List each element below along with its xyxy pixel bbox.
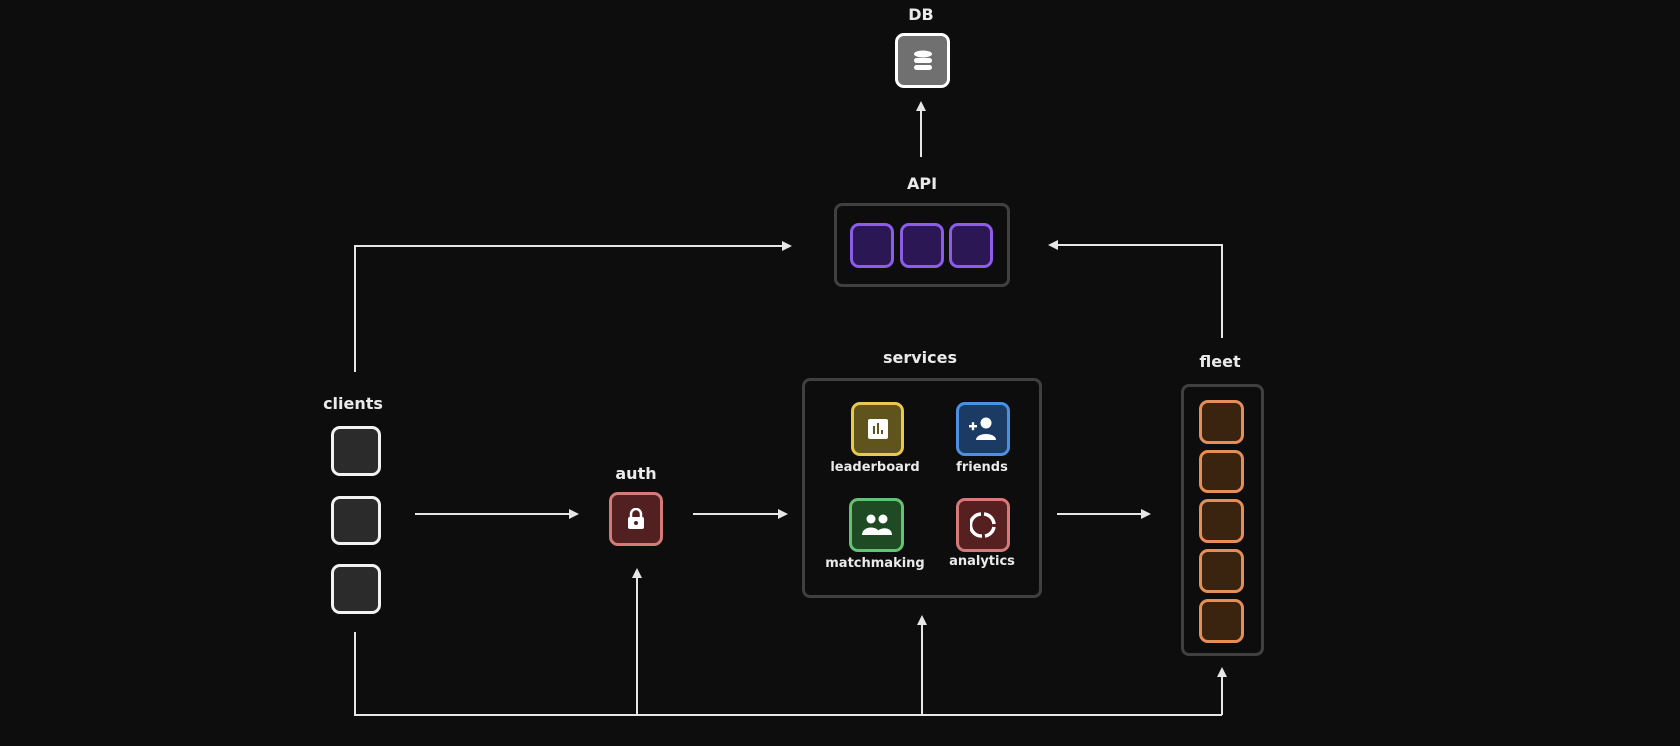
service-matchmaking-label: matchmaking — [825, 556, 925, 571]
api-instance[interactable] — [900, 223, 944, 268]
add-person-icon — [969, 417, 996, 440]
client-instance[interactable] — [331, 564, 381, 614]
fleet-label: fleet — [1199, 352, 1241, 371]
client-instance[interactable] — [331, 496, 381, 545]
service-leaderboard[interactable] — [851, 402, 904, 456]
service-matchmaking[interactable] — [849, 498, 904, 552]
fleet-instance[interactable] — [1199, 400, 1244, 444]
edge-fleet-api — [1048, 240, 1223, 338]
auth-label: auth — [615, 464, 657, 483]
auth-node[interactable] — [609, 492, 663, 546]
client-instance[interactable] — [331, 426, 381, 476]
lock-icon — [628, 508, 644, 529]
fleet-instance[interactable] — [1199, 549, 1244, 593]
api-instance[interactable] — [949, 223, 993, 268]
fleet-instance[interactable] — [1199, 450, 1244, 493]
service-friends[interactable] — [956, 402, 1010, 456]
api-label: API — [906, 174, 938, 193]
service-friends-label: friends — [956, 460, 1008, 475]
bottom-bus — [354, 632, 1222, 716]
bar-chart-icon — [867, 419, 888, 439]
service-analytics-label: analytics — [949, 554, 1015, 569]
fleet-instance[interactable] — [1199, 499, 1244, 543]
services-label: services — [882, 348, 958, 367]
edge-clients-api — [354, 241, 792, 372]
donut-chart-icon — [970, 512, 996, 538]
group-icon — [861, 514, 892, 535]
db-label: DB — [908, 5, 934, 24]
fleet-instance[interactable] — [1199, 599, 1244, 643]
db-node[interactable] — [895, 33, 950, 88]
clients-label: clients — [323, 394, 383, 413]
service-leaderboard-label: leaderboard — [830, 460, 920, 475]
database-icon — [913, 50, 932, 70]
fleet-group — [1181, 384, 1264, 656]
services-group — [802, 378, 1042, 598]
api-group — [834, 203, 1010, 287]
service-analytics[interactable] — [956, 498, 1010, 552]
api-instance[interactable] — [850, 223, 894, 268]
